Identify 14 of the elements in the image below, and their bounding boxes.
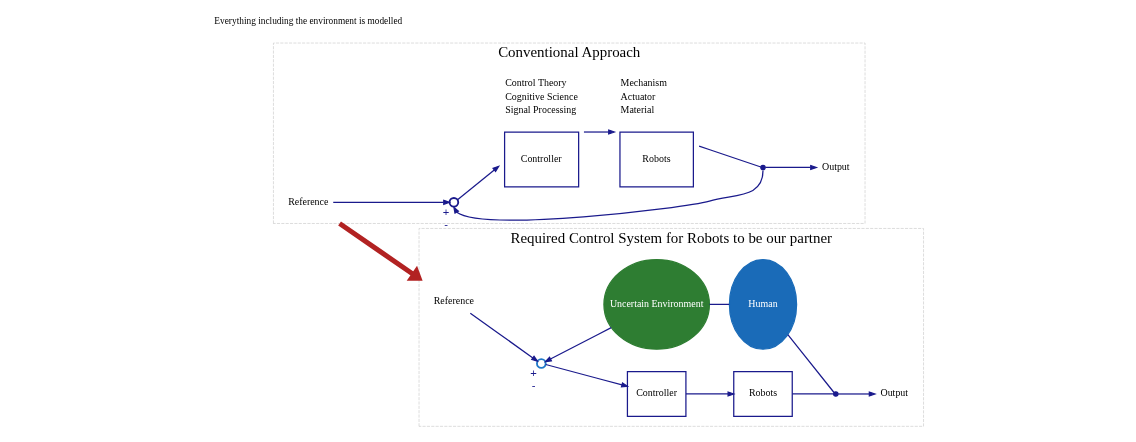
node-label: +	[530, 366, 537, 379]
node-label: Mechanism	[620, 76, 667, 88]
node-label: +	[442, 205, 450, 218]
node-label: -	[531, 379, 536, 392]
node-text: Output	[880, 387, 909, 399]
node-label: Material	[620, 104, 655, 116]
node-text: Reference	[433, 295, 475, 307]
label: Everything including the environment is modelled	[214, 16, 403, 27]
node-label: Signal Processing	[505, 104, 577, 116]
node-label: Control Theory	[505, 76, 567, 88]
node-text: Reference	[288, 195, 329, 207]
node-label: Actuator	[620, 90, 656, 102]
node-text: Output	[822, 160, 850, 172]
node-label: Cognitive Science	[505, 90, 578, 102]
